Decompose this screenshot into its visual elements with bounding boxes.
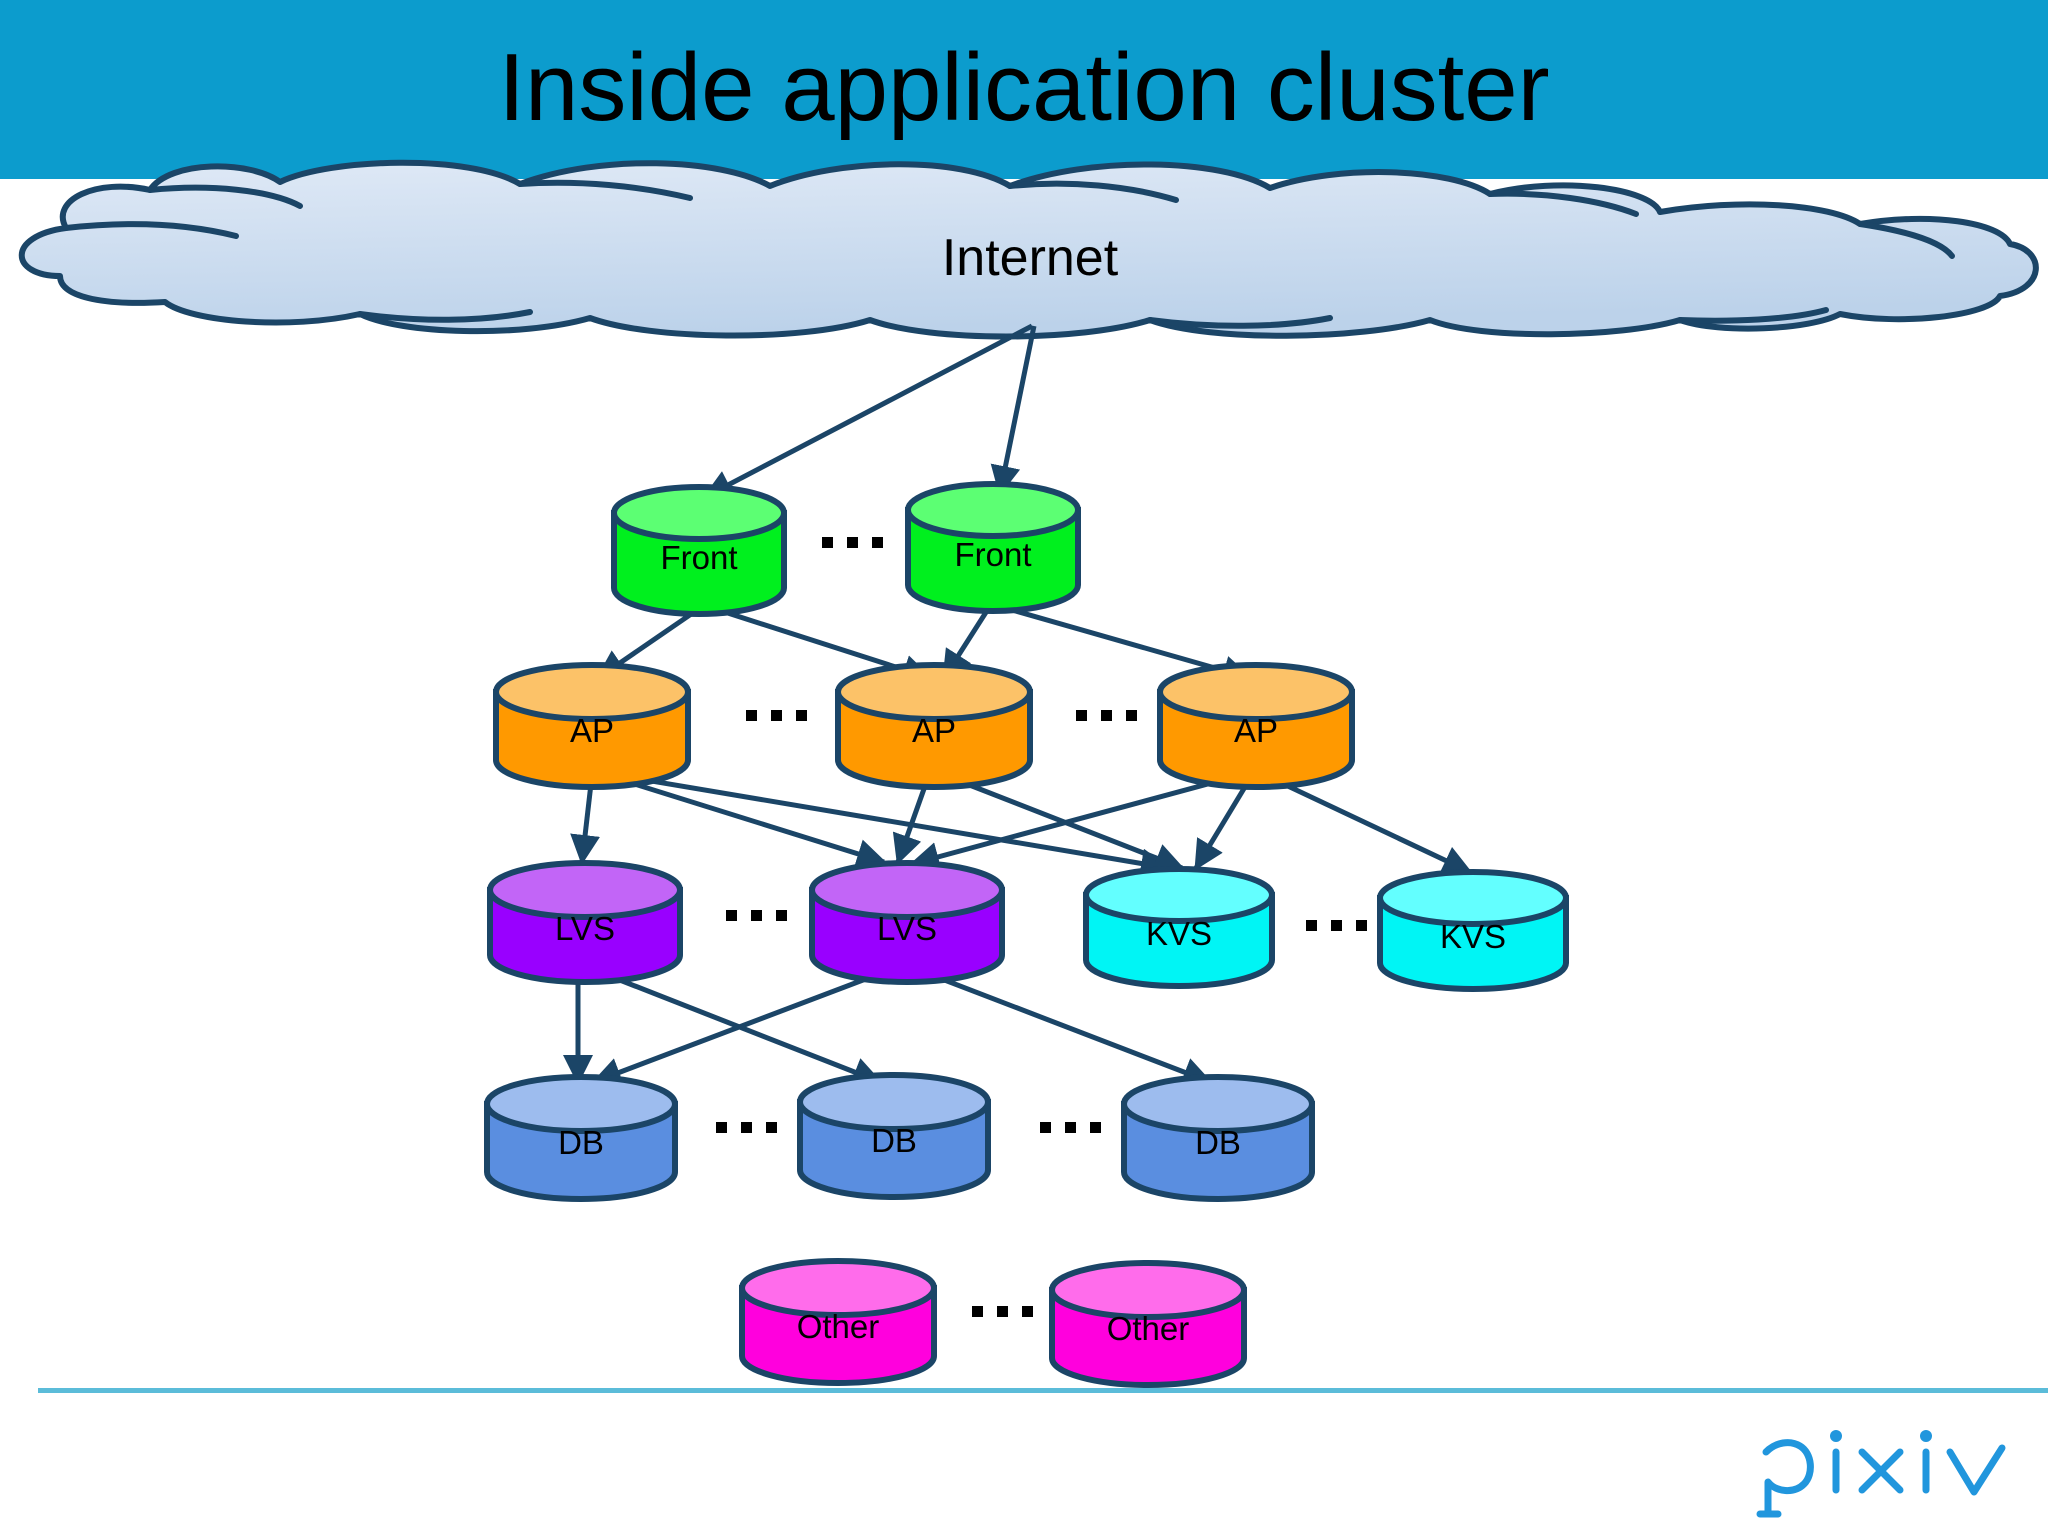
- ellipsis-dot: [796, 710, 807, 721]
- node-label-ap-1: AP: [569, 712, 615, 749]
- node-label-other-1: Other: [796, 1308, 880, 1345]
- ellipsis-dot: [822, 537, 833, 548]
- ellipsis-dot: [872, 537, 883, 548]
- edge-group-internet-front: [702, 323, 1037, 500]
- edge-front-1-ap-1: [595, 605, 702, 681]
- ellipsis-dot: [1065, 1122, 1076, 1133]
- edge-ap-1-lvs-1: [570, 774, 600, 865]
- node-label-other-2: Other: [1106, 1310, 1190, 1347]
- ellipsis-kvs: [1306, 920, 1367, 931]
- edge-lvs-1-db-2: [583, 963, 883, 1087]
- ellipsis-dot: [972, 1306, 983, 1317]
- ellipsis-db-left: [716, 1122, 777, 1133]
- ellipsis-dot: [1101, 710, 1112, 721]
- ellipsis-dot: [771, 710, 782, 721]
- node-label-db-3: DB: [1195, 1124, 1241, 1161]
- ellipsis-dot: [1331, 920, 1342, 931]
- page-title: Inside application cluster: [498, 34, 1550, 141]
- ellipsis-dot: [726, 910, 737, 921]
- ellipsis-db-right: [1040, 1122, 1101, 1133]
- edge-ap-3-kvs-1: [1193, 770, 1257, 871]
- edge-ap-2-lvs-2: [892, 771, 933, 865]
- edge-front-2-ap-3: [997, 603, 1253, 686]
- ellipsis-dot: [1076, 710, 1087, 721]
- ellipsis-dot: [1306, 920, 1317, 931]
- node-label-db-1: DB: [558, 1124, 604, 1161]
- edge-ap-1-lvs-2: [595, 769, 887, 869]
- edge-group-lvs-db: [563, 963, 1213, 1087]
- ellipsis-dot: [1126, 710, 1137, 721]
- node-label-front-2: Front: [954, 536, 1032, 573]
- ellipsis-dot: [847, 537, 858, 548]
- edge-ap-1-kvs-1: [597, 769, 1171, 879]
- ellipsis-ap-left: [746, 710, 807, 721]
- edge-ap-2-kvs-1: [935, 769, 1185, 873]
- edge-internet-front-2: [990, 325, 1037, 496]
- edge-front-2-ap-2: [941, 604, 993, 681]
- edge-lvs-2-db-3: [907, 963, 1213, 1087]
- edge-front-1-ap-2: [705, 603, 933, 685]
- node-label-kvs-1: KVS: [1145, 915, 1213, 952]
- ellipsis-dot: [716, 1122, 727, 1133]
- node-label-ap-2: AP: [911, 712, 957, 749]
- ellipsis-dot: [751, 910, 762, 921]
- ellipsis-dot: [997, 1306, 1008, 1317]
- node-label-lvs-2: LVS: [877, 910, 937, 947]
- slide-title-band: Inside application cluster: [0, 0, 2048, 179]
- edge-internet-front-1: [702, 323, 1034, 500]
- pixiv-logo: [1756, 1430, 2006, 1518]
- ellipsis-dot: [1040, 1122, 1051, 1133]
- edge-group-ap-store: [570, 769, 1473, 879]
- ellipsis-dot: [1356, 920, 1367, 931]
- ellipsis-dot: [1090, 1122, 1101, 1133]
- ellipsis-other: [972, 1306, 1033, 1317]
- ellipsis-dot: [741, 1122, 752, 1133]
- pixiv-dot-i1: [1830, 1430, 1842, 1442]
- ellipsis-lvs: [726, 910, 787, 921]
- node-label-lvs-1: LVS: [555, 910, 615, 947]
- pixiv-dot-i2: [1920, 1430, 1932, 1442]
- node-label-ap-3: AP: [1233, 712, 1279, 749]
- edge-group-front-ap: [595, 603, 1253, 686]
- node-label-front-1: Front: [660, 539, 738, 576]
- internet-cloud-label: Internet: [941, 229, 1119, 287]
- edge-lvs-2-db-1: [591, 963, 901, 1087]
- ellipsis-ap-right: [1076, 710, 1137, 721]
- node-label-kvs-2: KVS: [1439, 918, 1507, 955]
- ellipsis-front: [822, 537, 883, 548]
- node-label-db-2: DB: [871, 1122, 917, 1159]
- ellipsis-dot: [746, 710, 757, 721]
- edge-ap-3-kvs-2: [1256, 769, 1473, 875]
- ellipsis-dot: [1022, 1306, 1033, 1317]
- ellipsis-dot: [766, 1122, 777, 1133]
- edge-ap-3-lvs-2: [909, 769, 1253, 872]
- ellipsis-dot: [776, 910, 787, 921]
- footer-divider: [38, 1388, 2048, 1393]
